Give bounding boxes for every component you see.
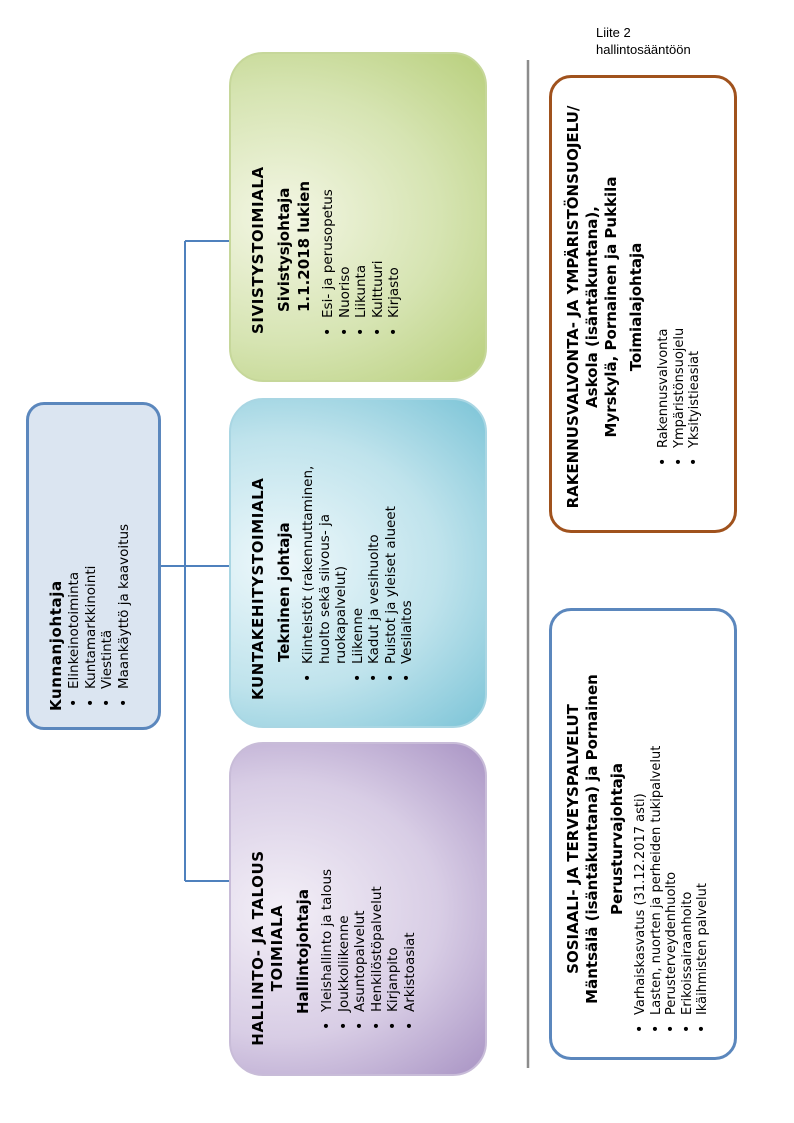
- list-item: Yksityistieasiat: [687, 78, 703, 470]
- kuntakehitys-list: Kiinteistöt (rakennuttaminen, huolto sek…: [300, 400, 416, 710]
- list-item: Viestintä: [99, 405, 116, 711]
- rakennus-title-line-2: Askola (isäntäkuntana),: [583, 206, 601, 408]
- list-item-line: huolto sekä siivous- ja: [316, 513, 333, 664]
- kunnanjohtaja-list: Elinkeinotoiminta Kuntamarkkinointi Vies…: [66, 405, 132, 711]
- list-item: Joukkoliikenne: [336, 744, 353, 1034]
- rakennus-title-line-1: RAKENNUSVALVONTA- JA YMPÄRISTÖNSUOJELU/: [564, 105, 582, 509]
- list-item-line: Kiinteistöt (rakennuttaminen,: [300, 465, 316, 664]
- kuntakehitys-leader: Tekninen johtaja: [275, 522, 293, 662]
- list-item: Rakennusvalvonta: [656, 78, 672, 470]
- list-item: Henkilöstöpalvelut: [369, 744, 386, 1034]
- list-item: Liikunta: [353, 54, 370, 340]
- kunnanjohtaja-title: Kunnanjohtaja: [47, 580, 65, 711]
- hallinto-list: Yleishallinto ja talous Joukkoliikenne A…: [319, 744, 418, 1058]
- kuntakehitystoimiala-box: KUNTAKEHITYSTOIMIALA Tekninen johtaja Ki…: [229, 398, 487, 728]
- sivistystoimiala-box: SIVISTYSTOIMIALA Sivistysjohtaja 1.1.201…: [229, 52, 487, 382]
- hallinto-title-line-2: TOIMIALA: [268, 904, 286, 992]
- sivistys-list: Esi- ja perusopetus Nuoriso Liikunta Kul…: [320, 54, 403, 364]
- list-item: Yleishallinto ja talous: [319, 744, 336, 1034]
- rakennusvalvonta-box: RAKENNUSVALVONTA- JA YMPÄRISTÖNSUOJELU/ …: [549, 75, 737, 533]
- list-item: Esi- ja perusopetus: [320, 54, 337, 340]
- sivistys-note: 1.1.2018 lukien: [295, 180, 313, 312]
- sosiaali-title-line-2: Mäntsälä (isäntäkuntana) ja Pornainen: [583, 674, 601, 1004]
- list-item: Elinkeinotoiminta: [66, 405, 83, 711]
- hallinto-title-line-1: HALLINTO- JA TALOUS: [249, 850, 267, 1046]
- rakennus-list: Rakennusvalvonta Ympäristönsuojelu Yksit…: [656, 78, 703, 522]
- sosiaali-list: Varhaiskasvatus (31.12.2017 asti) Lasten…: [633, 611, 711, 1049]
- list-item: Kiinteistöt (rakennuttaminen, huolto sek…: [300, 400, 350, 686]
- sosiaalipalvelut-box: SOSIAALI- JA TERVEYSPALVELUT Mäntsälä (i…: [549, 608, 737, 1060]
- list-item: Ympäristönsuojelu: [672, 78, 688, 470]
- list-item: Kulttuuri: [370, 54, 387, 340]
- list-item: Kuntamarkkinointi: [83, 405, 100, 711]
- list-item: Kirjanpito: [385, 744, 402, 1034]
- list-item: Maankäyttö ja kaavoitus: [116, 405, 133, 711]
- sosiaali-leader: Perusturvajohtaja: [608, 763, 626, 915]
- list-item: Puistot ja yleiset alueet: [383, 400, 400, 686]
- sivistys-leader: Sivistysjohtaja: [275, 187, 293, 312]
- list-item: Arkistoasiat: [402, 744, 419, 1034]
- list-item: Nuoriso: [337, 54, 354, 340]
- rakennus-title-line-3: Myrskylä, Pornainen ja Pukkila: [602, 176, 620, 438]
- list-item: Perusterveydenhuolto: [664, 611, 680, 1037]
- hallintotoimiala-box: HALLINTO- JA TALOUS TOIMIALA Hallintojoh…: [229, 742, 487, 1076]
- kunnanjohtaja-box: Kunnanjohtaja Elinkeinotoiminta Kuntamar…: [26, 402, 161, 730]
- list-item: Kirjasto: [386, 54, 403, 340]
- list-item: Varhaiskasvatus (31.12.2017 asti): [633, 611, 649, 1037]
- annex-line-1: Liite 2: [596, 25, 631, 40]
- list-item: Liikenne: [350, 400, 367, 686]
- sivistystoimiala-title: SIVISTYSTOIMIALA: [249, 166, 267, 334]
- sosiaali-title-line-1: SOSIAALI- JA TERVEYSPALVELUT: [564, 704, 582, 974]
- hallinto-leader: Hallintojohtaja: [294, 889, 312, 1014]
- list-item: Erikoissairaanhoito: [680, 611, 696, 1037]
- list-item: Asuntopalvelut: [352, 744, 369, 1034]
- rakennus-leader: Toimialajohtaja: [627, 242, 645, 372]
- annex-line-2: hallintosääntöön: [596, 42, 691, 57]
- list-item: Lasten, nuorten ja perheiden tukipalvelu…: [649, 611, 665, 1037]
- list-item: Vesilaitos: [399, 400, 416, 686]
- annex-label: Liite 2 hallintosääntöön: [596, 24, 691, 58]
- list-item-line: ruokapalvelut): [333, 566, 349, 664]
- list-item: Ikäihmisten palvelut: [695, 611, 711, 1037]
- list-item: Kadut ja vesihuolto: [366, 400, 383, 686]
- kuntakehitystoimiala-title: KUNTAKEHITYSTOIMIALA: [249, 477, 267, 700]
